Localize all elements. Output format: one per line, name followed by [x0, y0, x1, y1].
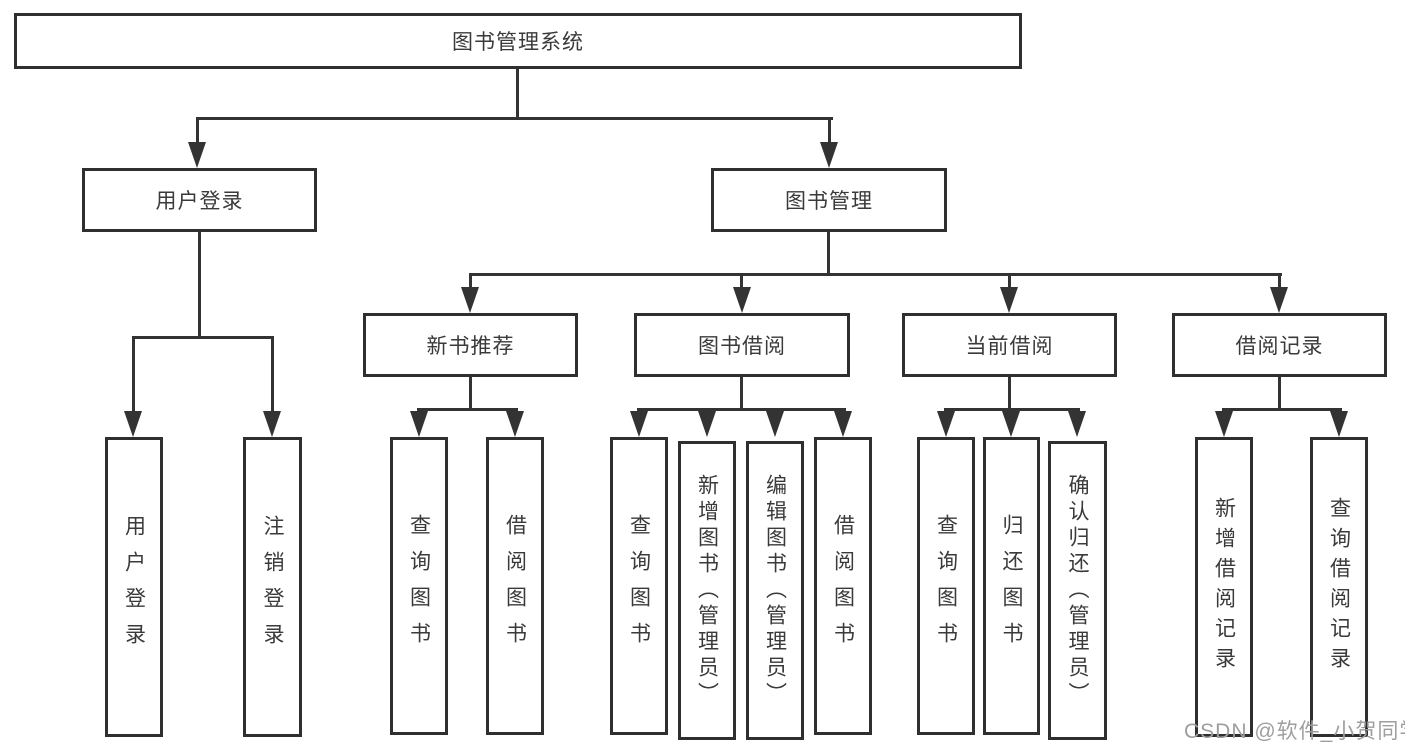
connector-borrowrecord-hline [1222, 408, 1342, 411]
connector-newbook-vline [469, 377, 472, 411]
leaf-query-book-borrow: 查询图书 [610, 437, 668, 735]
connector-level3-hline [469, 273, 1282, 276]
connector-userlogin-stem-right [271, 336, 274, 413]
leaf-add-borrow-record: 新增借阅记录 [1195, 437, 1253, 737]
leaf-query-book-current: 查询图书 [917, 437, 975, 735]
node-book-management: 图书管理 [711, 168, 947, 232]
connector-root-stem [516, 69, 519, 120]
leaf-borrow-book-recommend-label: 借阅图书 [503, 514, 527, 658]
connector-level2-stem-right [828, 117, 831, 145]
arrowhead-down [1000, 287, 1018, 313]
leaf-edit-book-admin: 编辑图书（管理员） [746, 441, 804, 740]
arrowhead-down [698, 411, 716, 437]
connector-bookborrow-hline [637, 408, 846, 411]
leaf-logout-login-label: 注销登录 [261, 515, 284, 659]
connector-currentborrow-vline [1008, 377, 1011, 411]
arrowhead-down [834, 411, 852, 437]
leaf-add-borrow-record-label: 新增借阅记录 [1212, 497, 1236, 677]
connector-userlogin-stem-left [132, 336, 135, 413]
node-new-book-recommend-label: 新书推荐 [426, 335, 515, 358]
leaf-add-book-admin: 新增图书（管理员） [678, 441, 736, 740]
leaf-query-book-current-label: 查询图书 [934, 514, 958, 658]
arrowhead-down [733, 287, 751, 313]
leaf-user-login-label: 用户登录 [122, 515, 146, 659]
leaf-query-borrow-record-label: 查询借阅记录 [1327, 497, 1351, 677]
leaf-query-book-recommend: 查询图书 [390, 437, 448, 735]
connector-bookborrow-vline [740, 377, 743, 411]
connector-currentborrow-hline [944, 408, 1080, 411]
connector-level2-stem-left [196, 117, 199, 145]
connector-level3-stem-3 [1008, 273, 1011, 290]
arrowhead-down [461, 287, 479, 313]
connector-level2-hline [196, 117, 833, 120]
connector-level3-stem-2 [740, 273, 743, 290]
arrowhead-down [766, 411, 784, 437]
leaf-return-book-label: 归还图书 [1000, 514, 1023, 658]
node-new-book-recommend: 新书推荐 [363, 313, 578, 377]
leaf-confirm-return-admin: 确认归还（管理员） [1048, 441, 1107, 740]
arrowhead-down [1330, 411, 1348, 437]
connector-borrowrecord-vline [1278, 377, 1281, 411]
node-library-system-label: 图书管理系统 [452, 31, 584, 54]
connector-userlogin-vline [198, 232, 201, 339]
leaf-borrow-book: 借阅图书 [814, 437, 872, 735]
leaf-borrow-book-recommend: 借阅图书 [486, 437, 544, 735]
connector-level3-stem-1 [469, 273, 472, 290]
arrowhead-down [263, 411, 281, 437]
node-library-system: 图书管理系统 [14, 13, 1022, 69]
arrowhead-down [630, 411, 648, 437]
leaf-query-book-recommend-label: 查询图书 [407, 514, 431, 658]
connector-level3-stem-4 [1278, 273, 1281, 290]
leaf-user-login: 用户登录 [105, 437, 163, 737]
node-book-borrow: 图书借阅 [634, 313, 850, 377]
node-user-login-label: 用户登录 [155, 190, 244, 213]
arrowhead-down [937, 411, 955, 437]
arrowhead-down [1215, 411, 1233, 437]
arrowhead-down [1002, 411, 1020, 437]
arrowhead-down [1270, 287, 1288, 313]
arrowhead-down [506, 411, 524, 437]
arrowhead-down [124, 411, 142, 437]
connector-bookmgmt-vline [827, 232, 830, 276]
connector-newbook-hline [417, 408, 518, 411]
leaf-query-book-borrow-label: 查询图书 [627, 514, 651, 658]
node-book-borrow-label: 图书借阅 [698, 335, 786, 358]
leaf-return-book: 归还图书 [983, 437, 1040, 735]
leaf-borrow-book-label: 借阅图书 [831, 514, 855, 658]
arrowhead-down [820, 142, 838, 168]
node-book-management-label: 图书管理 [785, 190, 873, 213]
node-current-borrow-label: 当前借阅 [965, 335, 1054, 358]
connector-userlogin-hline [132, 336, 274, 339]
node-current-borrow: 当前借阅 [902, 313, 1117, 377]
leaf-logout-login: 注销登录 [243, 437, 302, 737]
watermark-text: CSDN @软件_小贺同学 [1184, 720, 1405, 743]
node-borrow-records: 借阅记录 [1172, 313, 1387, 377]
leaf-query-borrow-record: 查询借阅记录 [1310, 437, 1368, 737]
arrowhead-down [188, 142, 206, 168]
leaf-add-book-admin-label: 新增图书（管理员） [695, 473, 719, 708]
arrowhead-down [1068, 411, 1086, 437]
leaf-edit-book-admin-label: 编辑图书（管理员） [763, 473, 787, 708]
node-user-login: 用户登录 [82, 168, 317, 232]
node-borrow-records-label: 借阅记录 [1235, 335, 1324, 358]
arrowhead-down [410, 411, 428, 437]
leaf-confirm-return-admin-label: 确认归还（管理员） [1066, 473, 1089, 708]
